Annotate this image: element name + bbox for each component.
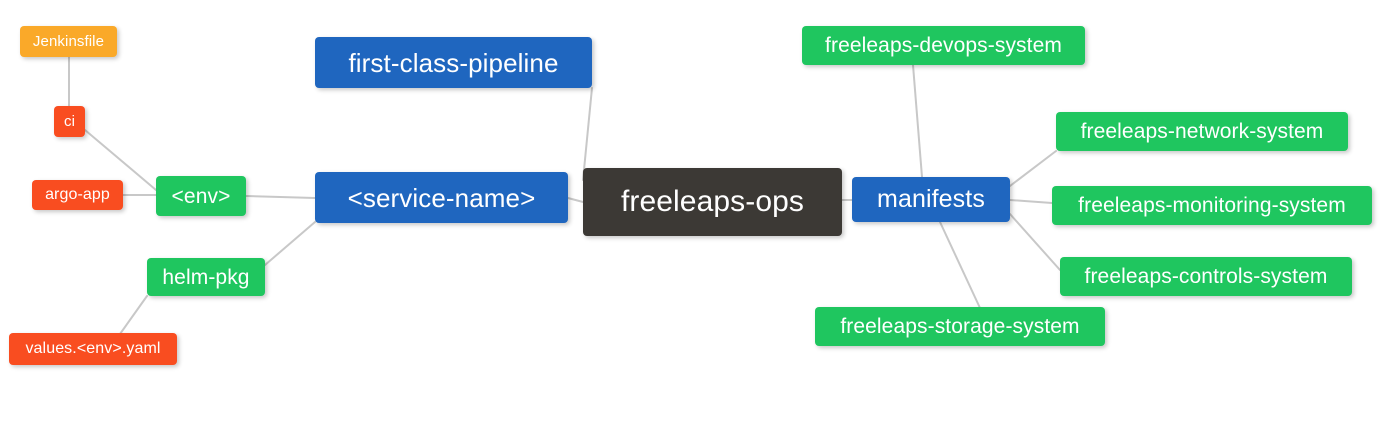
edge-service-name-to-env	[245, 195, 316, 199]
mindmap-node-helm-pkg[interactable]: helm-pkg	[147, 258, 265, 296]
edge-manifests-to-freeleaps-devops-system	[912, 64, 923, 178]
node-label-freeleaps-storage-system: freeleaps-storage-system	[840, 315, 1080, 338]
node-label-freeleaps-monitoring-system: freeleaps-monitoring-system	[1078, 194, 1346, 217]
edge-helm-pkg-to-values-env-yaml	[119, 295, 148, 335]
edge-manifests-to-freeleaps-storage-system	[939, 221, 981, 309]
node-label-jenkinsfile: Jenkinsfile	[32, 33, 105, 50]
node-label-freeleaps-devops-system: freeleaps-devops-system	[825, 34, 1062, 57]
node-label-ci: ci	[63, 113, 76, 130]
mindmap-node-service-name[interactable]: <service-name>	[315, 172, 568, 223]
node-label-first-class-pipeline: first-class-pipeline	[348, 47, 559, 78]
node-label-freeleaps-controls-system: freeleaps-controls-system	[1084, 265, 1328, 288]
node-label-freeleaps-ops: freeleaps-ops	[620, 185, 805, 218]
mindmap-node-freeleaps-network-system[interactable]: freeleaps-network-system	[1056, 112, 1348, 151]
mindmap-node-values-env-yaml[interactable]: values.<env>.yaml	[9, 333, 177, 365]
mindmap-node-manifests[interactable]: manifests	[852, 177, 1010, 222]
node-label-argo-app: argo-app	[45, 186, 110, 203]
edge-service-name-to-helm-pkg	[264, 221, 316, 266]
node-label-manifests: manifests	[877, 185, 985, 213]
edge-manifests-to-freeleaps-network-system	[1009, 150, 1057, 187]
mindmap-node-freeleaps-storage-system[interactable]: freeleaps-storage-system	[815, 307, 1105, 346]
edge-manifests-to-freeleaps-monitoring-system	[1009, 199, 1053, 204]
node-label-helm-pkg: helm-pkg	[162, 265, 250, 289]
node-label-service-name: <service-name>	[347, 182, 536, 213]
mindmap-node-freeleaps-devops-system[interactable]: freeleaps-devops-system	[802, 26, 1085, 65]
mindmap-node-freeleaps-monitoring-system[interactable]: freeleaps-monitoring-system	[1052, 186, 1372, 225]
mindmap-node-freeleaps-ops[interactable]: freeleaps-ops	[583, 168, 842, 236]
node-label-values-env-yaml: values.<env>.yaml	[25, 340, 161, 357]
mindmap-node-first-class-pipeline[interactable]: first-class-pipeline	[315, 37, 592, 88]
node-label-freeleaps-network-system: freeleaps-network-system	[1080, 120, 1324, 143]
edge-freeleaps-ops-to-first-class-pipeline	[582, 87, 593, 181]
mindmap-node-jenkinsfile[interactable]: Jenkinsfile	[20, 26, 117, 57]
mindmap-node-argo-app[interactable]: argo-app	[32, 180, 123, 210]
edge-freeleaps-ops-to-service-name	[567, 197, 584, 203]
mindmap-node-env[interactable]: <env>	[156, 176, 246, 216]
mindmap-node-freeleaps-controls-system[interactable]: freeleaps-controls-system	[1060, 257, 1352, 296]
node-label-env: <env>	[171, 184, 231, 208]
mindmap-node-ci[interactable]: ci	[54, 106, 85, 137]
